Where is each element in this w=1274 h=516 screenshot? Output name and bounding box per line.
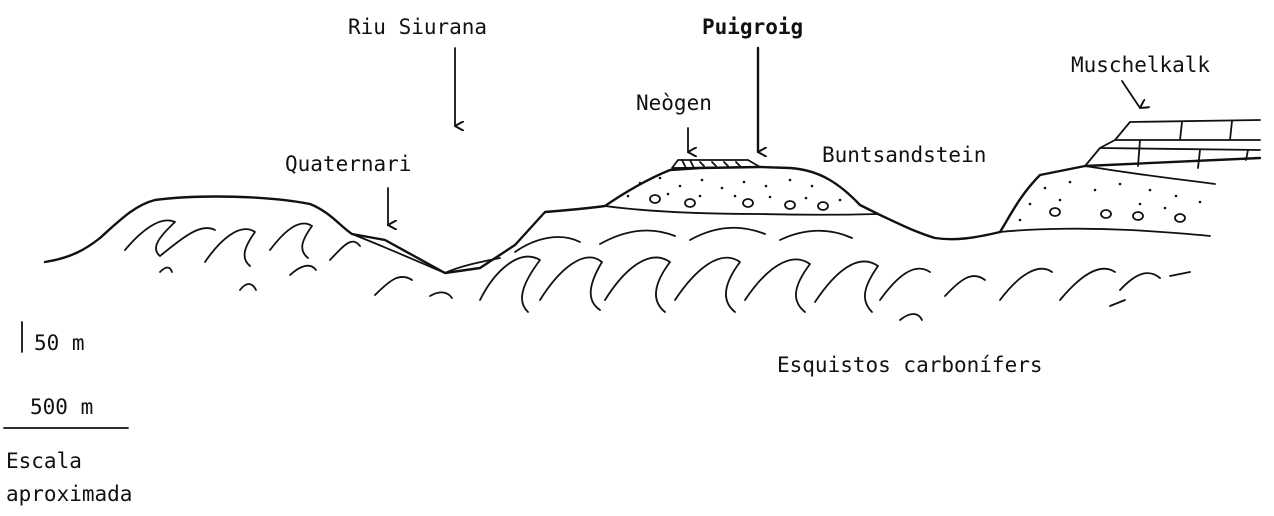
buntsandstein-pebbles-east [1050,208,1185,222]
label-puigroig: Puigroig [702,15,803,39]
scale-caption-line2: aproximada [6,482,132,506]
buntsandstein-pebbles-puigroig [650,195,828,210]
label-buntsandstein: Buntsandstein [822,143,986,167]
buntsandstein-base-puigroig [605,206,878,215]
label-esquistos-carbonifers: Esquistos carbonífers [777,353,1043,377]
buntsandstein-east-top [1085,166,1215,184]
muschelkalk-arrow [1122,81,1140,108]
vertical-scale-label: 50 m [34,331,85,355]
label-neogen: Neògen [636,91,712,115]
label-riu-siurana: Riu Siurana [348,15,487,39]
scale-caption-line1: Escala [6,449,82,473]
buntsandstein-base-east [1000,229,1210,236]
label-quaternari: Quaternari [285,152,411,176]
label-muschelkalk: Muschelkalk [1071,53,1210,77]
topographic-profile [45,158,1260,273]
folded-schists [125,220,1190,320]
horizontal-scale-label: 500 m [30,395,93,419]
